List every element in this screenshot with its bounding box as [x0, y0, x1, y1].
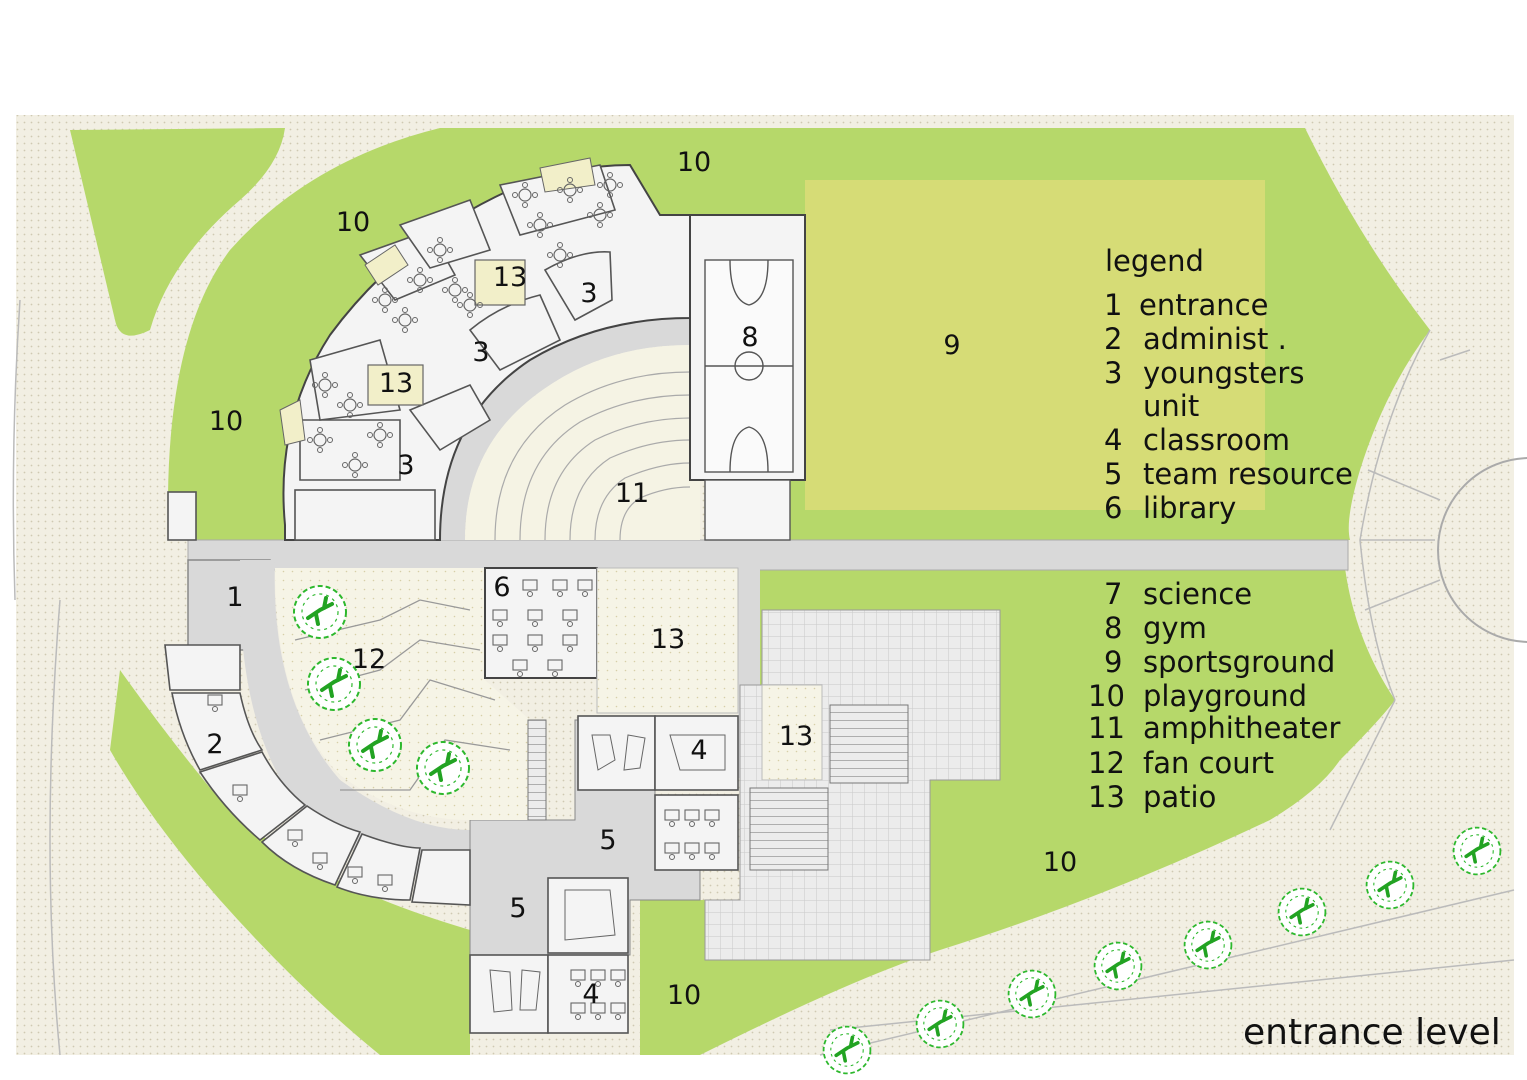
administration-rooms: [164, 644, 471, 906]
legend-number: 5: [1104, 457, 1122, 491]
legend-number: 11: [1088, 711, 1125, 745]
label-zone-11: 11: [615, 478, 649, 509]
label-zone-10a: 10: [677, 147, 711, 178]
drawing-title: entrance level: [1243, 1012, 1501, 1053]
west-path: [12, 299, 61, 1056]
legend-label: unit: [1143, 389, 1199, 423]
legend-label: library: [1143, 491, 1236, 525]
label-zone-8: 8: [741, 322, 758, 353]
label-zone-9: 9: [943, 330, 960, 361]
label-zone-10d: 10: [1043, 847, 1077, 878]
label-zone-3c: 3: [397, 450, 414, 481]
label-zone-6: 6: [493, 572, 510, 603]
label-zone-3a: 3: [580, 278, 597, 309]
library: [484, 567, 598, 679]
legend-label: playground: [1143, 679, 1307, 713]
legend-number: 6: [1104, 491, 1122, 525]
plaza: [704, 609, 1001, 961]
fan-court: [275, 568, 547, 821]
label-zone-4a: 4: [690, 735, 707, 766]
label-zone-13d: 13: [779, 721, 813, 752]
label-zone-13b: 13: [379, 368, 413, 399]
legend-label: science: [1143, 577, 1252, 611]
label-zone-5b: 5: [509, 893, 526, 924]
label-zone-13a: 13: [493, 262, 527, 293]
main-corridor: [187, 539, 1349, 571]
legend-number: 12: [1088, 746, 1125, 780]
classroom-block: [469, 715, 739, 1034]
label-zone-1: 1: [226, 582, 243, 613]
sports-field: [805, 180, 1265, 510]
legend-label: youngsters: [1143, 356, 1304, 390]
label-zone-4b: 4: [582, 979, 599, 1010]
legend-heading: legend: [1105, 244, 1204, 278]
lawn-northwest: [70, 128, 285, 336]
label-zone-10c: 10: [209, 406, 243, 437]
east-rotunda: [1329, 329, 1527, 831]
label-zone-10b: 10: [336, 207, 370, 238]
patio-central: [596, 567, 739, 714]
legend-label: entrance: [1139, 288, 1268, 322]
legend-label: administ .: [1143, 322, 1287, 356]
legend-label: classroom: [1143, 423, 1290, 457]
legend-number: 2: [1104, 322, 1122, 356]
amphitheater: [465, 345, 700, 541]
gym: [689, 214, 806, 541]
label-zone-3b: 3: [472, 337, 489, 368]
legend-label: amphitheater: [1143, 711, 1340, 745]
legend-label: sportsground: [1143, 645, 1335, 679]
legend: legend 1 entrance 2 administ . 3 youngstersun…: [1088, 244, 1353, 814]
label-zone-12: 12: [352, 644, 386, 675]
legend-label: gym: [1143, 611, 1207, 645]
legend-number: 13: [1088, 780, 1125, 814]
label-zone-5a: 5: [599, 825, 616, 856]
legend-label: team resource: [1143, 457, 1353, 491]
arc-corridor: [440, 318, 690, 540]
legend-number: 3: [1104, 356, 1122, 390]
label-zone-2: 2: [206, 729, 223, 760]
label-zone-13c: 13: [651, 624, 685, 655]
legend-number: 10: [1088, 679, 1125, 713]
legend-number: 9: [1104, 645, 1122, 679]
label-zone-10e: 10: [667, 980, 701, 1011]
youngsters-unit: [167, 157, 691, 541]
legend-number: 8: [1104, 611, 1122, 645]
legend-number: 7: [1104, 577, 1122, 611]
legend-number: 1: [1104, 288, 1122, 322]
legend-number: 4: [1104, 423, 1122, 457]
legend-label: fan court: [1143, 746, 1274, 780]
legend-label: patio: [1143, 780, 1216, 814]
